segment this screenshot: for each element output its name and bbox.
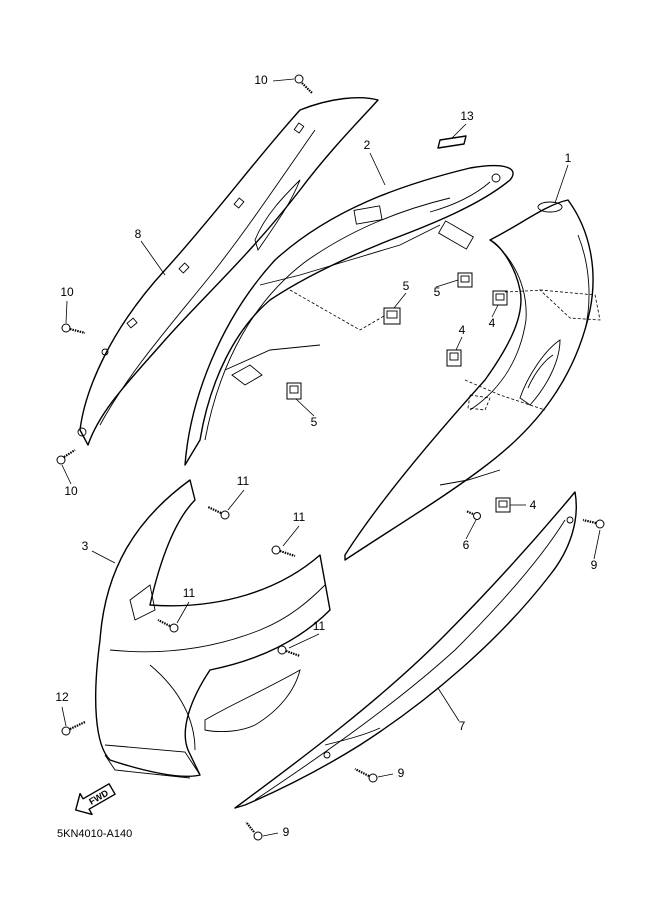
screw-11-a bbox=[207, 506, 230, 520]
screw-10-top bbox=[294, 74, 313, 94]
callout-11-a: 11 bbox=[237, 474, 250, 488]
clip-5-lower bbox=[286, 382, 302, 400]
part-8-side-rail bbox=[77, 96, 379, 446]
callout-2: 2 bbox=[364, 138, 371, 152]
diagram-code: 5KN4010-A140 bbox=[57, 828, 132, 840]
screw-12 bbox=[61, 721, 86, 736]
callout-5-lower: 5 bbox=[311, 415, 318, 429]
callout-4-middle: 4 bbox=[459, 323, 466, 337]
screw-10-left bbox=[61, 323, 86, 335]
fwd-arrow-icon: FWD bbox=[74, 783, 116, 816]
part-13-decal bbox=[437, 135, 467, 149]
leader-lines bbox=[61, 78, 601, 837]
screw-6 bbox=[465, 509, 481, 520]
callout-10-top: 10 bbox=[254, 73, 268, 87]
clip-5-middle bbox=[383, 307, 401, 325]
part-1-main-side-cover bbox=[344, 199, 601, 561]
callout-9-bottom: 9 bbox=[283, 825, 290, 839]
screw-10-bottom bbox=[56, 449, 76, 465]
part-7-lower-side-rail bbox=[234, 491, 577, 809]
callout-10-left: 10 bbox=[60, 285, 74, 299]
callout-8: 8 bbox=[135, 227, 142, 241]
callout-4-lower: 4 bbox=[530, 498, 537, 512]
callout-13: 13 bbox=[460, 109, 474, 123]
callout-9-right: 9 bbox=[591, 558, 598, 572]
callout-7: 7 bbox=[459, 719, 466, 733]
clip-4-middle bbox=[446, 349, 462, 367]
clip-4-lower bbox=[495, 497, 511, 513]
clip-4-upper bbox=[492, 290, 508, 306]
callout-3: 3 bbox=[82, 539, 89, 553]
screw-11-c bbox=[157, 619, 179, 633]
screw-9-bottom bbox=[245, 821, 263, 841]
callout-6: 6 bbox=[463, 538, 470, 552]
callout-11-c: 11 bbox=[183, 586, 196, 600]
screw-9-right bbox=[582, 518, 605, 529]
callout-4-upper: 4 bbox=[489, 316, 496, 330]
callout-10-bottom: 10 bbox=[64, 484, 78, 498]
screw-11-d bbox=[277, 645, 301, 658]
part-3-front-lower-cover bbox=[95, 479, 331, 779]
screw-9-middle bbox=[354, 768, 378, 783]
callout-11-b: 11 bbox=[293, 510, 306, 524]
callout-1: 1 bbox=[565, 151, 572, 165]
callout-12: 12 bbox=[55, 690, 69, 704]
callout-11-d: 11 bbox=[313, 619, 326, 633]
callout-9-middle: 9 bbox=[398, 766, 405, 780]
callout-5-upper: 5 bbox=[434, 285, 441, 299]
callout-5-middle: 5 bbox=[403, 279, 410, 293]
clip-5-upper bbox=[457, 272, 473, 288]
part-2-upper-panel bbox=[184, 165, 514, 466]
screw-11-b bbox=[271, 545, 296, 558]
